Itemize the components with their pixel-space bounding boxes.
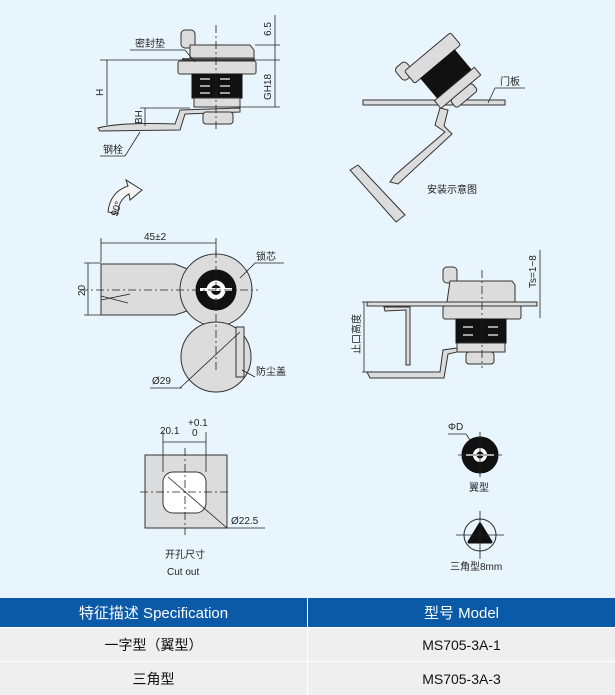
cutout-diameter: Ø22.5 <box>231 516 259 527</box>
dust-cover-label: 防尘盖 <box>256 365 286 378</box>
length-dim: 45±2 <box>144 232 167 243</box>
bolt-label: 钢栓 <box>103 143 123 156</box>
table-row: 三角型 MS705-3A-3 <box>0 662 615 695</box>
front-view: 90° 45±2 20 锁芯 防尘盖 Ø29 <box>77 180 286 392</box>
cutout-caption-cn: 开孔尺寸 <box>165 548 205 561</box>
ts-label: Ts=1~8 <box>528 255 539 288</box>
model-cell: MS705-3A-1 <box>308 628 615 662</box>
core-label: 锁芯 <box>256 250 276 263</box>
door-label: 门板 <box>500 75 520 88</box>
wing-label: 翼型 <box>469 481 489 494</box>
dim-gh: GH18 <box>263 73 274 100</box>
model-cell: MS705-3A-3 <box>308 662 615 695</box>
triangle-label: 三角型8mm <box>450 560 502 573</box>
table-row: 一字型（翼型） MS705-3A-1 <box>0 628 615 662</box>
diameter-label: ΦD <box>448 422 463 433</box>
header-model: 型号 Model <box>308 598 615 628</box>
side-view: 密封垫 钢栓 H BH 6.5 GH18 <box>95 15 280 156</box>
dim-h: H <box>95 89 106 96</box>
dim-top: 6.5 <box>263 22 274 36</box>
dim-bh: BH <box>134 110 145 124</box>
cutout-view: 20.1 +0.1 0 Ø22.5 开孔尺寸 Cut out <box>140 418 265 578</box>
seal-label: 密封垫 <box>135 37 165 50</box>
spec-cell: 三角型 <box>0 662 308 695</box>
diameter-dim: Ø29 <box>152 376 171 387</box>
table-header-row: 特征描述 Specification 型号 Model <box>0 598 615 628</box>
spec-table: 特征描述 Specification 型号 Model 一字型（翼型） MS70… <box>0 598 615 695</box>
install-caption: 安装示意图 <box>427 183 477 196</box>
cutout-width: 20.1 <box>160 426 180 437</box>
install-view: 门板 安装示意图 <box>350 26 525 222</box>
height-label: 止口高度 <box>350 314 363 354</box>
key-types: ΦD 翼型 三角型8mm <box>448 422 504 573</box>
spec-cell: 一字型（翼型） <box>0 628 308 662</box>
cutout-tol-lower: 0 <box>192 428 198 439</box>
header-specification: 特征描述 Specification <box>0 598 308 628</box>
mount-view: 止口高度 Ts=1~8 <box>350 250 540 378</box>
cutout-caption-en: Cut out <box>167 567 199 578</box>
technical-drawing: 密封垫 钢栓 H BH 6.5 GH18 门板 安装示意图 90° 45±2 <box>0 0 615 598</box>
